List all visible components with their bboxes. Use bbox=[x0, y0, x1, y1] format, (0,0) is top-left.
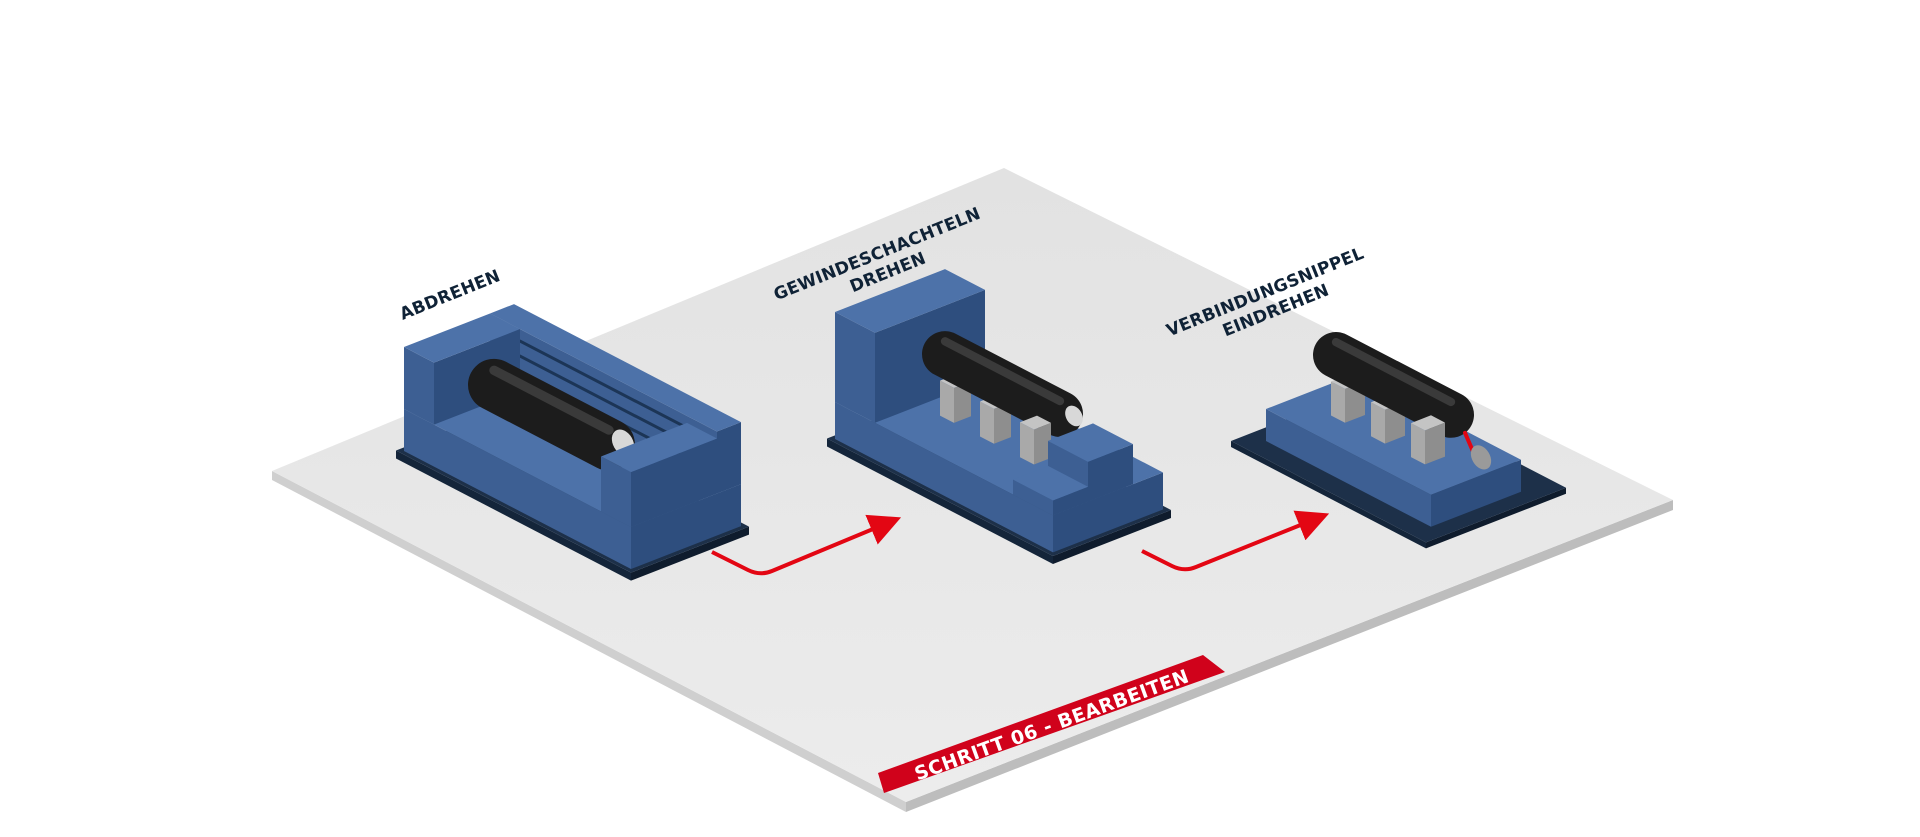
machine-1-back-wall-top-face bbox=[490, 304, 741, 432]
flow-arrow-1 bbox=[711, 514, 902, 576]
machine-1-bed-left-face bbox=[404, 409, 631, 570]
machine-1-tailstock bbox=[601, 422, 717, 528]
step-band bbox=[878, 655, 1225, 793]
machine-3-base-plate-left-face bbox=[1231, 441, 1426, 549]
machine-3-support-top-face bbox=[1411, 415, 1445, 431]
machine-3-bed-right-face bbox=[1431, 459, 1521, 527]
machine-1-headstock-top-face bbox=[404, 313, 520, 363]
machine-2-support-right-face bbox=[994, 402, 1011, 444]
machine-1-workpiece bbox=[468, 358, 635, 471]
machine-3-support-left-face bbox=[1371, 402, 1385, 444]
machine-2-support-left-face bbox=[940, 380, 954, 423]
machine-3-support-left-face bbox=[1331, 381, 1345, 423]
machine-2-tailstock-right-face bbox=[1088, 444, 1133, 502]
machine-1-headstock-left-face bbox=[404, 347, 434, 425]
machine-2-base-plate-right-face bbox=[1053, 509, 1171, 564]
machine-2-support-right-face bbox=[1034, 422, 1051, 465]
machine-1-rail bbox=[518, 339, 692, 431]
machine-1-base-plate-left-face bbox=[396, 450, 631, 581]
machine-2-workpiece-highlight bbox=[940, 337, 1065, 406]
machine-3-base-plate-right-face bbox=[1426, 487, 1566, 549]
machine-2-workpiece bbox=[922, 331, 1083, 437]
machine-2-support-top-face bbox=[1020, 415, 1051, 430]
machine-3-support-right-face bbox=[1425, 422, 1445, 465]
flow-arrows bbox=[711, 510, 1330, 576]
machine-3-support-left-face bbox=[1411, 423, 1425, 465]
machine-3-bed-left-face bbox=[1266, 409, 1431, 527]
machine-1-tailstock-left-face bbox=[601, 456, 631, 528]
machine-3-workpiece-highlight bbox=[1331, 337, 1456, 407]
machine-1-workpiece-highlight bbox=[489, 365, 614, 435]
machine-2-support-left-face bbox=[980, 401, 994, 444]
machine-1-rail bbox=[518, 354, 692, 446]
machine-2-tailstock-step-left-face bbox=[1013, 479, 1053, 516]
floor-edge-left bbox=[272, 471, 906, 812]
machine-2-support-right-face bbox=[954, 381, 971, 423]
machine-2-tailstock-step bbox=[1013, 465, 1088, 516]
machine-3-workpiece bbox=[1313, 332, 1474, 438]
machine-2-bed-right-face bbox=[1053, 472, 1163, 553]
flow-arrow-2 bbox=[1141, 510, 1330, 572]
machine-2-tailstock-step-top-face bbox=[1013, 465, 1088, 501]
machine-1-bed-right-face bbox=[631, 484, 741, 570]
machines bbox=[396, 269, 1566, 581]
machine-1-base-plate-right-face bbox=[631, 526, 749, 581]
machine-2-support bbox=[1020, 415, 1051, 465]
machine-1-tailstock-top-face bbox=[601, 422, 717, 473]
machine-2-support-left-face bbox=[1020, 422, 1034, 465]
machine-gewindeschachteln bbox=[827, 269, 1171, 564]
machine-2-tailstock-step-right-face bbox=[1053, 486, 1088, 516]
machine-2-center bbox=[1065, 405, 1083, 427]
machine-3-support bbox=[1411, 415, 1445, 465]
machine-2-bed-left-face bbox=[835, 402, 1053, 553]
floor-edge-right bbox=[906, 500, 1673, 812]
machine-abdrehen bbox=[396, 304, 749, 581]
machine-2-tailstock-top-face bbox=[1048, 423, 1133, 462]
machine-1-tailstock-right-face bbox=[631, 438, 717, 528]
machine-3-nipple-arrow bbox=[1463, 430, 1475, 454]
machine-2-headstock-top-face bbox=[835, 269, 985, 333]
machine-1-back-wall-right-face bbox=[717, 422, 741, 494]
machine-2-headstock-left-face bbox=[835, 312, 875, 423]
machine-3-nipple bbox=[1470, 445, 1492, 470]
machine-verbindungsnippel bbox=[1231, 332, 1566, 549]
machine-2-base-plate-left-face bbox=[827, 438, 1053, 564]
